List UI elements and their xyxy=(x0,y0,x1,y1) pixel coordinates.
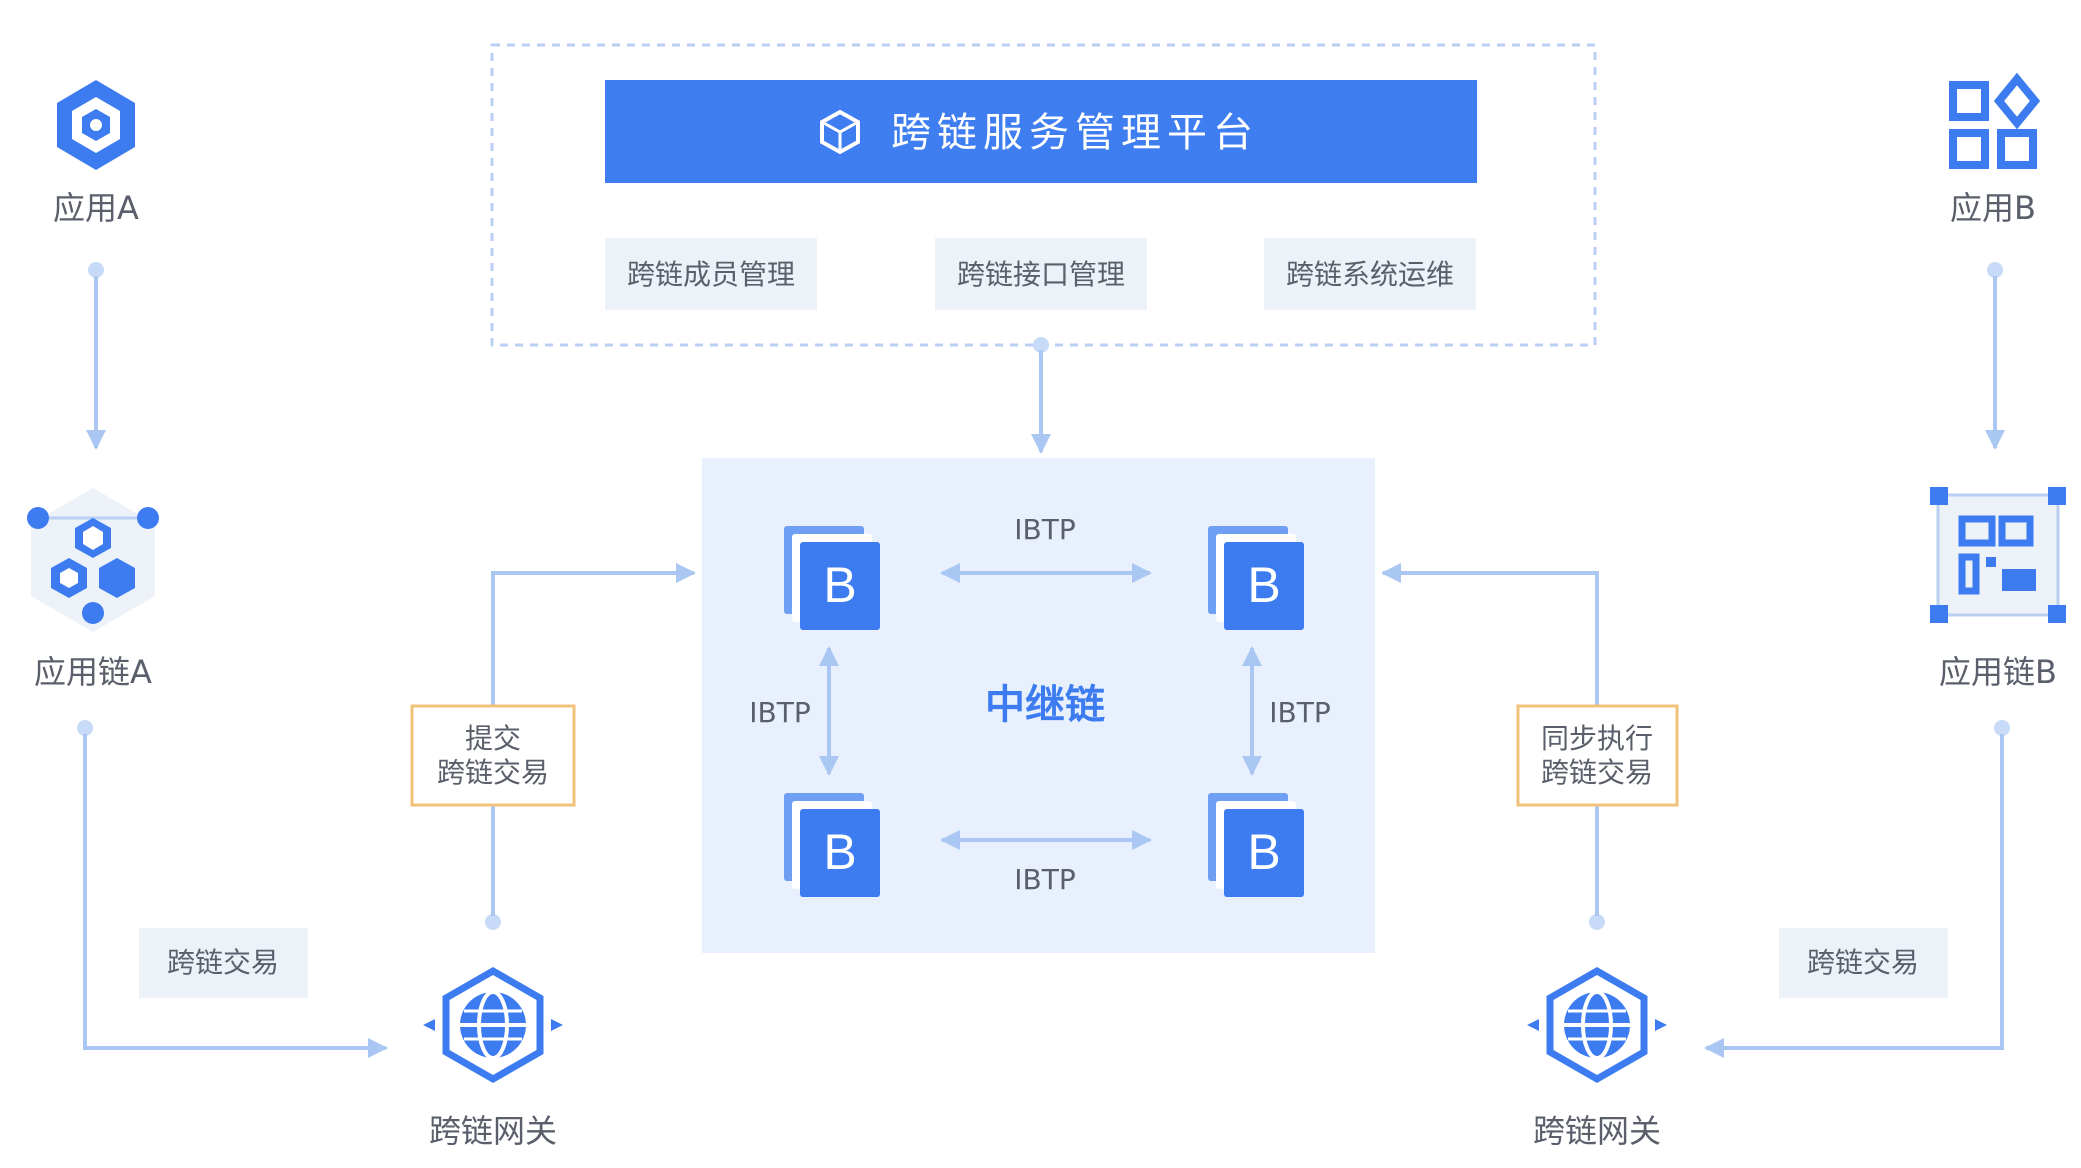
app-a-label: 应用A xyxy=(53,189,139,227)
relay-chain-label: 中继链 xyxy=(985,682,1105,728)
block-node-top-right: B xyxy=(1208,526,1304,630)
molecule-chain-icon xyxy=(27,488,159,632)
ibtp-label-left: IBTP xyxy=(749,696,810,729)
qr-chain-icon xyxy=(1930,487,2066,623)
chain-b-to-gateway-arrow xyxy=(1704,734,2004,1058)
gateway-left-label: 跨链网关 xyxy=(429,1112,557,1150)
chain-a-to-gateway-arrow xyxy=(83,734,388,1058)
connector-dot xyxy=(1987,262,2003,278)
block-node-bottom-left: B xyxy=(784,793,880,897)
module-tag-operations xyxy=(1264,238,1476,310)
sync-tx-box xyxy=(1516,704,1679,807)
chain-a-label: 应用链A xyxy=(34,653,152,691)
sync-tx-line2: 跨链交易 xyxy=(1541,756,1653,789)
module-tag-interfaces xyxy=(935,238,1147,310)
submit-tx-line1: 提交 xyxy=(465,722,521,755)
connector-dot xyxy=(485,914,501,930)
globe-gateway-icon xyxy=(1527,966,1667,1084)
node-letter: B xyxy=(1247,824,1280,880)
connector-dot xyxy=(77,720,93,736)
node-letter: B xyxy=(823,824,856,880)
node-letter: B xyxy=(823,557,856,613)
submit-tx-line2: 跨链交易 xyxy=(437,756,549,789)
tx-tag-right-label: 跨链交易 xyxy=(1807,946,1919,979)
connector-dot xyxy=(1033,337,1049,353)
block-node-top-left: B xyxy=(784,526,880,630)
gateway-right-label: 跨链网关 xyxy=(1533,1112,1661,1150)
grid-app-icon xyxy=(1949,72,2041,169)
tx-tag-left xyxy=(139,928,308,998)
connector-dot xyxy=(1589,914,1605,930)
ibtp-label-bottom: IBTP xyxy=(1014,863,1075,896)
platform-title: 跨链服务管理平台 xyxy=(891,110,1259,156)
tx-tag-left-label: 跨链交易 xyxy=(167,946,279,979)
node-letter: B xyxy=(1247,557,1280,613)
globe-gateway-icon xyxy=(423,966,563,1084)
tx-tag-right xyxy=(1779,928,1948,998)
submit-tx-box xyxy=(410,704,576,807)
sync-tx-line1: 同步执行 xyxy=(1541,722,1653,755)
module-tag-members xyxy=(605,238,817,310)
hexagon-app-icon xyxy=(57,80,135,170)
ibtp-label-right: IBTP xyxy=(1269,696,1330,729)
cube-icon xyxy=(820,109,860,155)
connector-dot xyxy=(1994,720,2010,736)
connector-dot xyxy=(88,262,104,278)
app-b-label: 应用B xyxy=(1950,189,2036,227)
platform-title-bar xyxy=(605,80,1477,183)
module-label-members: 跨链成员管理 xyxy=(627,258,795,291)
block-node-bottom-right: B xyxy=(1208,793,1304,897)
ibtp-label-top: IBTP xyxy=(1014,513,1075,546)
chain-b-label: 应用链B xyxy=(1939,653,2057,691)
module-label-operations: 跨链系统运维 xyxy=(1286,258,1454,291)
module-label-interfaces: 跨链接口管理 xyxy=(957,258,1125,291)
